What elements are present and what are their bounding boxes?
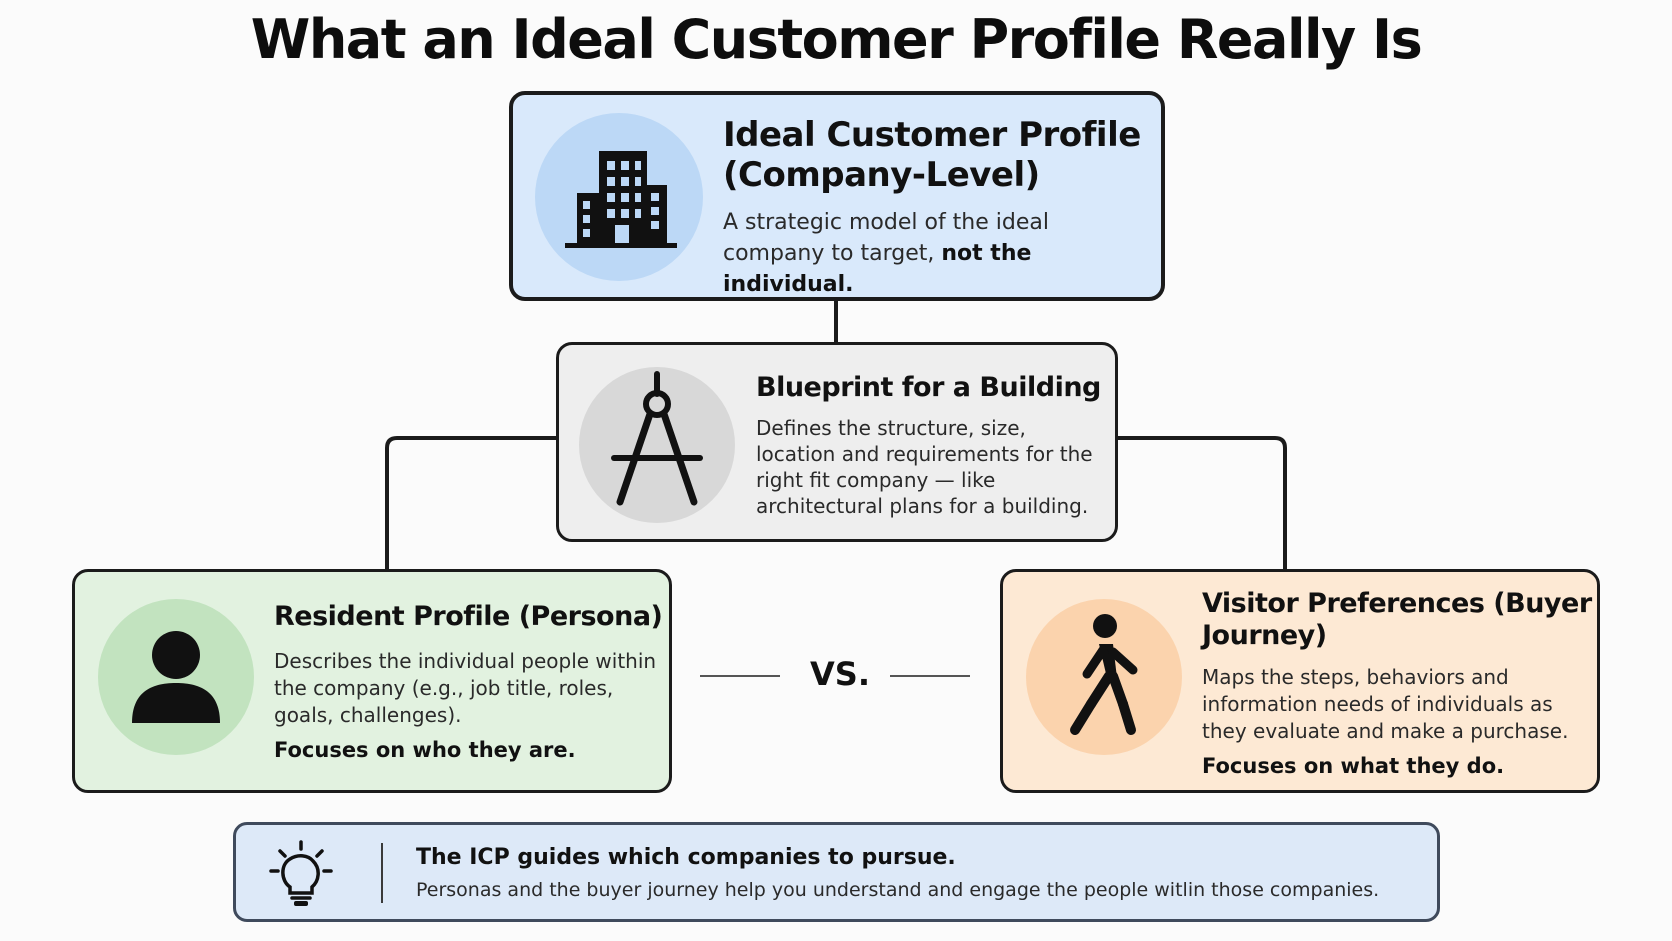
- journey-card: Visitor Preferences (Buyer Journey) Maps…: [1000, 569, 1600, 793]
- compass-icon: [611, 371, 703, 506]
- blueprint-heading: Blueprint for a Building: [756, 372, 1101, 403]
- journey-description: Maps the steps, behaviors and informatio…: [1202, 665, 1569, 743]
- summary-heading: The ICP guides which companies to pursue…: [416, 845, 956, 870]
- summary-divider: [381, 843, 383, 903]
- icp-icon-circle: [535, 113, 703, 281]
- connector-mid-right: [1118, 436, 1287, 569]
- page-title: What an Ideal Customer Profile Really Is: [250, 8, 1423, 71]
- icp-heading: Ideal Customer Profile (Company-Level): [723, 115, 1141, 195]
- icp-card: Ideal Customer Profile (Company-Level) A…: [509, 91, 1165, 301]
- blueprint-description: Defines the structure, size, location an…: [756, 416, 1093, 518]
- summary-body: Personas and the buyer journey help you …: [416, 879, 1380, 901]
- connector-mid-left: [385, 436, 556, 569]
- icp-description: A strategic model of the ideal company t…: [723, 207, 1153, 300]
- journey-emphasis: Focuses on what they do.: [1202, 754, 1505, 778]
- lightbulb-icon: [269, 840, 333, 906]
- person-icon: [132, 631, 220, 723]
- vs-label: VS.: [810, 655, 870, 693]
- blueprint-icon-circle: [579, 367, 735, 523]
- persona-description: Describes the individual people within t…: [274, 649, 657, 727]
- persona-emphasis: Focuses on who they are.: [274, 738, 576, 762]
- icp-body-emphasis: not the individual.: [723, 241, 1032, 297]
- persona-icon-circle: [98, 599, 254, 755]
- walking-person-icon: [1070, 614, 1138, 735]
- icp-body-text: A strategic model of the ideal company t…: [723, 210, 1049, 266]
- journey-icon-circle: [1026, 599, 1182, 755]
- building-icon: [565, 151, 677, 248]
- persona-heading: Resident Profile (Persona): [274, 601, 663, 632]
- blueprint-card: Blueprint for a Building Defines the str…: [556, 342, 1118, 542]
- summary-box: The ICP guides which companies to pursue…: [233, 822, 1440, 922]
- journey-heading: Visitor Preferences (Buyer Journey): [1202, 588, 1592, 651]
- persona-card: Resident Profile (Persona) Describes the…: [72, 569, 672, 793]
